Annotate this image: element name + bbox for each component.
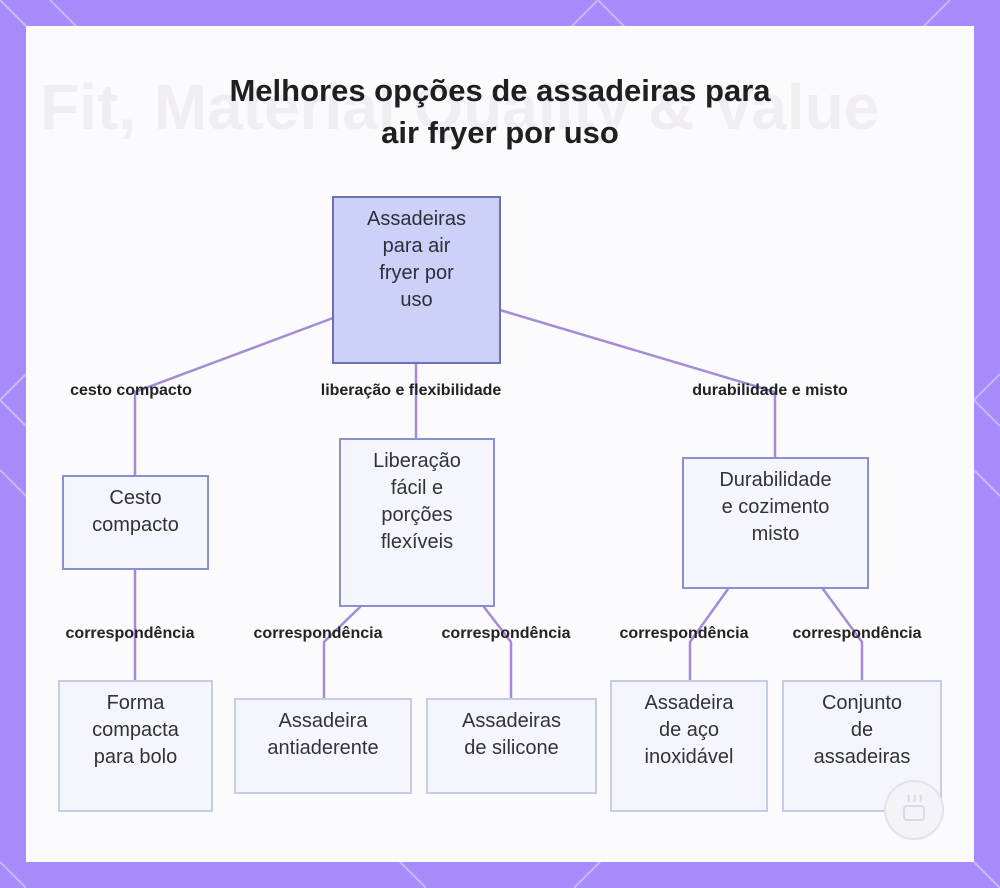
edge-label-compact: cesto compacto xyxy=(70,382,192,399)
title-line-1: Melhores opções de assadeiras para xyxy=(229,73,771,108)
node-steel-line: de aço xyxy=(658,719,720,741)
node-release-line: Liberação xyxy=(373,450,461,472)
node-compact-basket: Cesto compacto xyxy=(62,475,209,570)
node-root-line: uso xyxy=(400,289,433,311)
edge-release-nonstick xyxy=(322,605,362,700)
edge-label-durability: durabilidade e misto xyxy=(692,382,848,399)
node-compact-line: Cesto xyxy=(109,487,162,509)
edge-label-match-silicone: correspondência xyxy=(441,625,571,642)
node-nonstick-line: Assadeira xyxy=(278,710,368,732)
node-root: Assadeiras para air fryer por uso xyxy=(332,196,501,364)
title-line-2: air fryer por uso xyxy=(381,115,619,150)
node-root-line: Assadeiras xyxy=(367,208,466,230)
node-silicone-pans: Assadeiras de silicone xyxy=(426,698,597,794)
node-nonstick-pan: Assadeira antiaderente xyxy=(234,698,412,794)
node-cakepan-line: Forma xyxy=(106,692,165,714)
node-set-line: Conjunto xyxy=(821,692,903,714)
node-steel-line: inoxidável xyxy=(644,746,734,768)
brand-logo-icon xyxy=(884,780,944,840)
node-cake-pan: Forma compacta para bolo xyxy=(58,680,213,812)
edge-label-match-set: correspondência xyxy=(792,625,922,642)
edge-label-match-nonstick: correspondência xyxy=(253,625,383,642)
node-steel-pan: Assadeira de aço inoxidável xyxy=(610,680,768,812)
edge-root-durability xyxy=(498,308,777,459)
node-durability-line: e cozimento xyxy=(721,496,830,518)
node-steel-line: Assadeira xyxy=(644,692,734,714)
edge-durability-steel xyxy=(688,587,730,682)
background-watermark: Fit, Material Quality & Value xyxy=(40,71,880,143)
node-set-line: de xyxy=(850,719,874,741)
edge-label-match-cakepan: correspondência xyxy=(65,625,195,642)
node-durability-line: misto xyxy=(751,523,800,545)
node-cakepan-line: compacta xyxy=(92,719,179,741)
node-compact-line: compacto xyxy=(92,514,179,536)
node-durability: Durabilidade e cozimento misto xyxy=(682,457,869,589)
diagram-title: Melhores opções de assadeiras para air f… xyxy=(0,70,1000,154)
node-durability-line: Durabilidade xyxy=(719,469,832,491)
node-easy-release: Liberação fácil e porções flexíveis xyxy=(339,438,495,607)
node-nonstick-line: antiaderente xyxy=(267,737,379,759)
node-root-line: fryer por xyxy=(379,262,454,284)
node-root-line: para air xyxy=(382,235,451,257)
node-silicone-line: Assadeiras xyxy=(462,710,561,732)
node-release-line: porções xyxy=(381,504,453,526)
node-set-line: assadeiras xyxy=(813,746,911,768)
edge-label-release: liberação e flexibilidade xyxy=(320,382,502,399)
node-cakepan-line: para bolo xyxy=(93,746,178,768)
node-release-line: fácil e xyxy=(390,477,444,499)
node-silicone-line: de silicone xyxy=(464,737,559,759)
node-release-line: flexíveis xyxy=(380,531,454,553)
edge-label-match-steel: correspondência xyxy=(619,625,749,642)
edge-release-silicone xyxy=(482,605,513,700)
edge-root-compact xyxy=(133,316,335,477)
edge-durability-set xyxy=(821,587,864,682)
